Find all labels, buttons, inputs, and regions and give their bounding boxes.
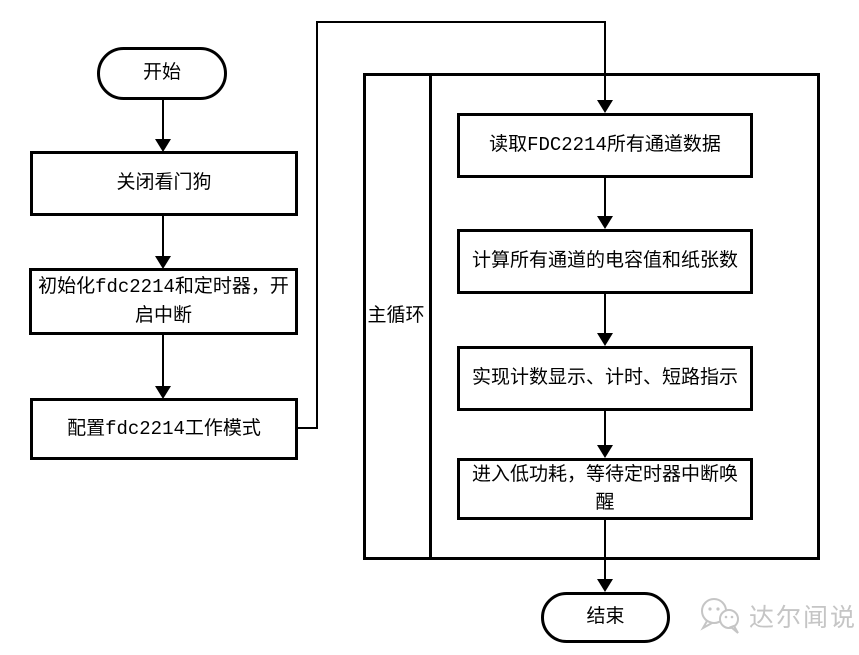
connector-display-to-lowpower [604,411,606,447]
step-config-fdc2214-mode: 配置fdc2214工作模式 [30,398,298,460]
loop-step-display-count: 实现计数显示、计时、短路指示 [457,346,753,411]
main-loop-label: 主循环 [367,305,425,327]
connector-up-segment [316,21,318,429]
connector-config-right-segment [298,427,318,429]
watermark-text: 达尔闻说 [749,604,858,632]
end-node: 结束 [541,592,670,643]
step-init-fdc2214-timer: 初始化fdc2214和定时器，开启中断 [29,268,298,335]
connector-init-to-config [162,333,164,388]
connector-top-segment [316,21,606,23]
arrow-down-icon [597,216,613,229]
connector-lowpower-to-end [604,520,606,580]
connector-watchdog-to-init [162,214,164,258]
watermark: 达尔闻说 [698,596,857,636]
connector-calc-to-display [604,294,606,335]
step-close-watchdog: 关闭看门狗 [30,151,298,216]
arrow-down-icon [155,386,171,399]
main-loop-divider-line [429,73,432,560]
arrow-down-icon [155,139,171,152]
arrow-down-icon [597,579,613,592]
loop-step-read-channels: 读取FDC2214所有通道数据 [457,113,753,178]
main-loop-container [363,73,820,560]
arrow-down-icon [155,256,171,269]
connector-into-loop-segment [604,21,606,101]
connector-read-to-calc [604,178,606,218]
arrow-down-icon [597,445,613,458]
loop-step-calc-capacitance: 计算所有通道的电容值和纸张数 [457,229,753,294]
loop-step-low-power: 进入低功耗，等待定时器中断唤醒 [457,458,753,520]
arrow-down-icon [597,100,613,113]
arrow-down-icon [597,333,613,346]
wechat-chat-bubbles-icon [698,596,742,636]
start-node: 开始 [97,47,227,100]
connector-start-to-watchdog [162,98,164,141]
